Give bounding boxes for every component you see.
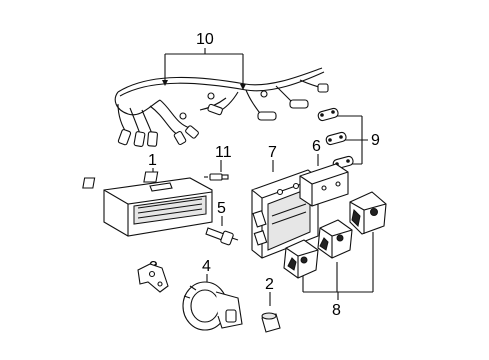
engine-mount-right	[349, 191, 387, 235]
crankshaft-sensor-4	[182, 281, 243, 331]
sensor-5	[205, 227, 239, 246]
callout-9: 9	[371, 132, 380, 149]
callout-2: 2	[265, 276, 274, 293]
module-6	[299, 163, 349, 207]
callout-7: 7	[268, 144, 277, 161]
callout-10: 10	[196, 31, 214, 48]
grommet-2	[261, 312, 281, 333]
wire-brackets	[317, 107, 354, 170]
callout-1: 1	[148, 152, 157, 169]
engine-control-module	[82, 171, 213, 237]
engine-mount-center	[317, 219, 353, 259]
callout-8: 8	[332, 302, 341, 319]
spark-plug-wire-harness	[114, 67, 329, 147]
callout-11: 11	[215, 144, 232, 161]
bracket-3	[137, 263, 169, 293]
callout-6: 6	[312, 138, 321, 155]
callout-4: 4	[202, 258, 211, 275]
callout-5: 5	[217, 200, 226, 217]
sensor-11	[204, 173, 229, 181]
engine-mount-left	[283, 239, 319, 279]
